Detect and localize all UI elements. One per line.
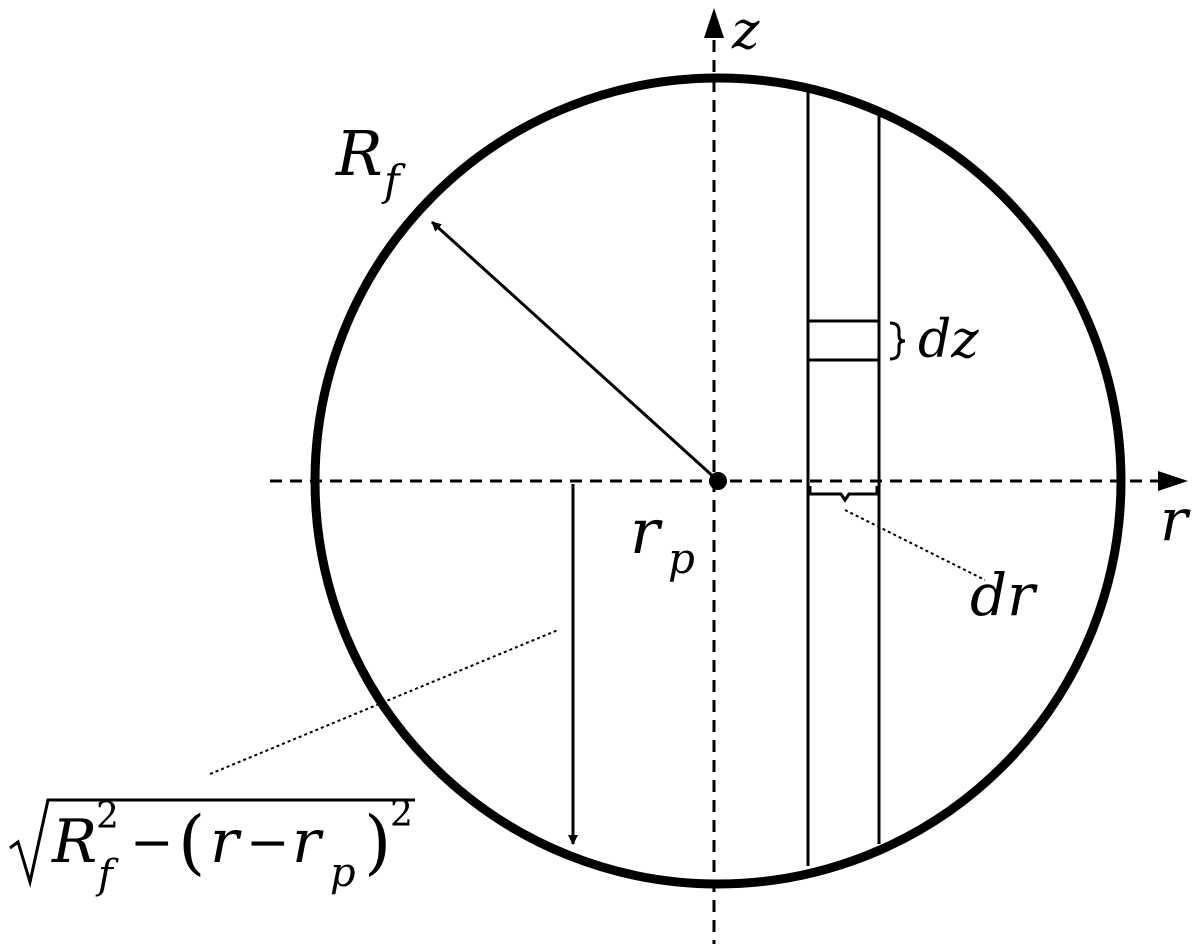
- formula-r: r: [210, 807, 242, 877]
- formula-R: R: [51, 807, 97, 877]
- radius-label-main: R: [335, 117, 383, 190]
- dr-brace: [808, 486, 879, 503]
- z-axis-label: z: [731, 1, 760, 61]
- radius-arrow: [430, 220, 718, 481]
- formula-minus-2: −: [246, 813, 290, 873]
- formula-R-sup: 2: [96, 796, 119, 837]
- formula-open-paren: (: [178, 801, 205, 883]
- center-label-sub: p: [668, 534, 695, 583]
- formula-leader-line: [209, 629, 559, 775]
- dr-label: dr: [970, 561, 1038, 629]
- z-axis-arrowhead: [704, 8, 724, 38]
- dz-brace: [889, 321, 906, 361]
- formula-rp-main: r: [292, 807, 324, 877]
- r-axis-arrowhead: [1158, 471, 1188, 491]
- formula-R-sub: f: [95, 852, 119, 898]
- center-label-main: r: [630, 495, 663, 568]
- dr-leader-line: [844, 509, 986, 581]
- dz-label: dz: [918, 310, 979, 370]
- radical-sign-icon: [9, 798, 415, 888]
- formula-rp-sub: p: [330, 850, 356, 896]
- formula-close-paren: ): [364, 801, 391, 883]
- r-axis-label: r: [1160, 486, 1191, 554]
- formula-minus-1: −: [130, 813, 174, 873]
- radius-label-sub: f: [381, 156, 406, 205]
- formula-outer-sup: 2: [390, 794, 413, 835]
- half-chord-formula: R 2 f − ( r − r p ) 2: [9, 794, 415, 898]
